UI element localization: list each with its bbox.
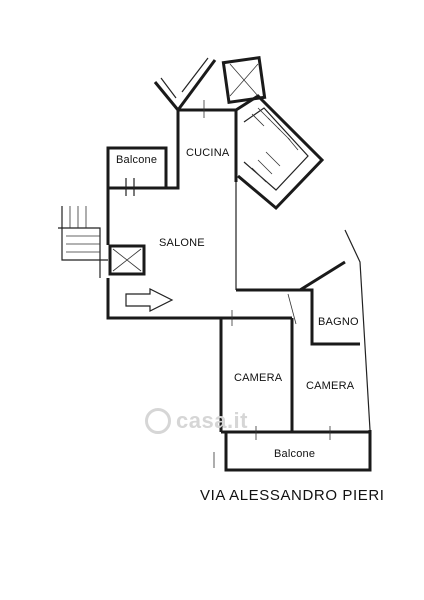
bedroom-walls <box>150 229 371 434</box>
room-label-bagno: BAGNO <box>318 316 359 328</box>
balcone-top-walls <box>106 146 168 196</box>
balcone-bottom-walls <box>213 426 372 472</box>
salon-walls <box>58 188 174 320</box>
room-label-balcone-top: Balcone <box>116 154 158 166</box>
room-label-camera-right: CAMERA <box>306 380 355 392</box>
entrance-walls <box>153 55 267 111</box>
street-label: VIA ALESSANDRO PIERI <box>200 487 385 504</box>
watermark: casa.it <box>176 408 248 433</box>
kitchen-walls <box>108 100 238 290</box>
room-label-cucina: CUCINA <box>186 147 230 159</box>
watermark-logo-icon <box>145 408 171 434</box>
room-label-salone: SALONE <box>159 237 205 249</box>
staircase <box>235 94 325 211</box>
room-label-balcone-bottom: Balcone <box>274 448 316 460</box>
room-label-camera-left: CAMERA <box>234 372 283 384</box>
